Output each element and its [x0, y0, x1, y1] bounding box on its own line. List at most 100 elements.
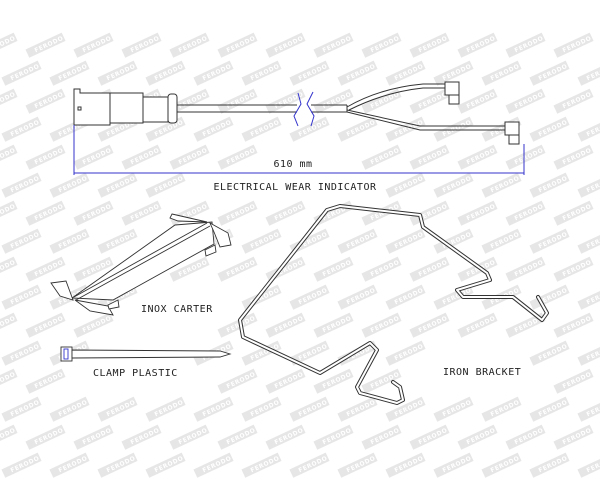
watermark-band [385, 60, 426, 86]
carter-fin-bottom [74, 299, 114, 316]
watermark-band [529, 60, 570, 86]
watermark-tile: FERODO [49, 396, 90, 422]
watermark-tile: FERODO [553, 200, 594, 226]
electrical-wear-indicator [73, 81, 525, 175]
watermark-band [49, 60, 90, 86]
watermark-band [385, 116, 426, 142]
clamp-plastic-title: CLAMP PLASTIC [93, 368, 178, 379]
watermark-tile: FERODO [553, 312, 594, 338]
watermark-band [433, 396, 474, 422]
watermark-band [241, 452, 282, 478]
watermark-band [529, 340, 570, 366]
watermark-tile: FERODO [313, 312, 354, 338]
watermark-tile: FERODO [0, 144, 18, 170]
watermark-band [361, 424, 402, 450]
watermark-tile: FERODO [313, 424, 354, 450]
watermark-band [193, 452, 234, 478]
watermark-band [337, 284, 378, 310]
watermark-band [361, 256, 402, 282]
watermark-tile: FERODO [529, 172, 570, 198]
watermark-tile: FERODO [289, 60, 330, 86]
watermark-band [361, 200, 402, 226]
watermark-band [289, 396, 330, 422]
wear-indicator-title: ELECTRICAL WEAR INDICATOR [213, 182, 376, 193]
watermark-band [97, 172, 138, 198]
watermark-band [409, 144, 450, 170]
watermark-band [553, 368, 594, 394]
watermark-band [505, 32, 546, 58]
watermark-band [433, 116, 474, 142]
watermark-tile: FERODO [97, 452, 138, 478]
watermark-tile: FERODO [385, 228, 426, 254]
watermark-tile: FERODO [553, 32, 594, 58]
watermark-band [577, 340, 600, 366]
watermark-tile: FERODO [553, 144, 594, 170]
lower-cable [346, 109, 505, 131]
watermark-tile: FERODO [0, 200, 18, 226]
watermark-band [313, 424, 354, 450]
clamp-plastic [60, 346, 232, 362]
watermark-tile: FERODO [265, 88, 306, 114]
watermark-band [265, 312, 306, 338]
watermark-band [1, 172, 42, 198]
watermark-band [313, 312, 354, 338]
watermark-band [529, 172, 570, 198]
watermark-tile: FERODO [193, 60, 234, 86]
clamp-strap [71, 349, 232, 359]
watermark-tile: FERODO [1, 452, 42, 478]
watermark-tile: FERODO [49, 228, 90, 254]
upper-sensor-tip [448, 94, 460, 105]
watermark-band [529, 452, 570, 478]
watermark-tile: FERODO [505, 144, 546, 170]
watermark-tile: FERODO [385, 60, 426, 86]
watermark-tile: FERODO [25, 312, 66, 338]
watermark-tile: FERODO [217, 32, 258, 58]
watermark-tile: FERODO [457, 312, 498, 338]
watermark-band [337, 116, 378, 142]
watermark-tile: FERODO [1, 284, 42, 310]
watermark-tile: FERODO [409, 424, 450, 450]
watermark-tile: FERODO [145, 396, 186, 422]
watermark-band [457, 424, 498, 450]
watermark-tile: FERODO [1, 172, 42, 198]
carter-ridge [73, 222, 211, 301]
watermark-band [241, 396, 282, 422]
watermark-tile: FERODO [97, 396, 138, 422]
watermark-band [385, 396, 426, 422]
watermark-tile: FERODO [553, 424, 594, 450]
watermark-tile: FERODO [241, 116, 282, 142]
break-symbol [293, 91, 315, 127]
watermark-band [361, 368, 402, 394]
watermark-tile: FERODO [577, 396, 600, 422]
watermark-tile: FERODO [121, 424, 162, 450]
watermark-tile: FERODO [241, 284, 282, 310]
watermark-band [1, 284, 42, 310]
watermark-band [385, 340, 426, 366]
watermark-band [409, 424, 450, 450]
watermark-tile: FERODO [217, 424, 258, 450]
watermark-text: FERODO [0, 427, 17, 446]
connector-small-square [77, 106, 82, 111]
dimension-label: 610 mm [273, 159, 312, 170]
watermark-band [409, 88, 450, 114]
watermark-tile: FERODO [481, 228, 522, 254]
watermark-band [241, 228, 282, 254]
watermark-tile: FERODO [505, 256, 546, 282]
dimension-line [73, 125, 525, 175]
watermark-band [481, 396, 522, 422]
watermark-tile: FERODO [217, 256, 258, 282]
watermark-band [145, 452, 186, 478]
watermark-band [289, 340, 330, 366]
watermark-band [505, 256, 546, 282]
watermark-band [409, 312, 450, 338]
watermark-band [169, 32, 210, 58]
watermark-tile: FERODO [409, 256, 450, 282]
watermark-text: FERODO [0, 371, 17, 390]
watermark-tile: FERODO [0, 256, 18, 282]
watermark-band [505, 200, 546, 226]
watermark-tile: FERODO [529, 396, 570, 422]
watermark-tile: FERODO [217, 312, 258, 338]
watermark-tile: FERODO [1, 340, 42, 366]
